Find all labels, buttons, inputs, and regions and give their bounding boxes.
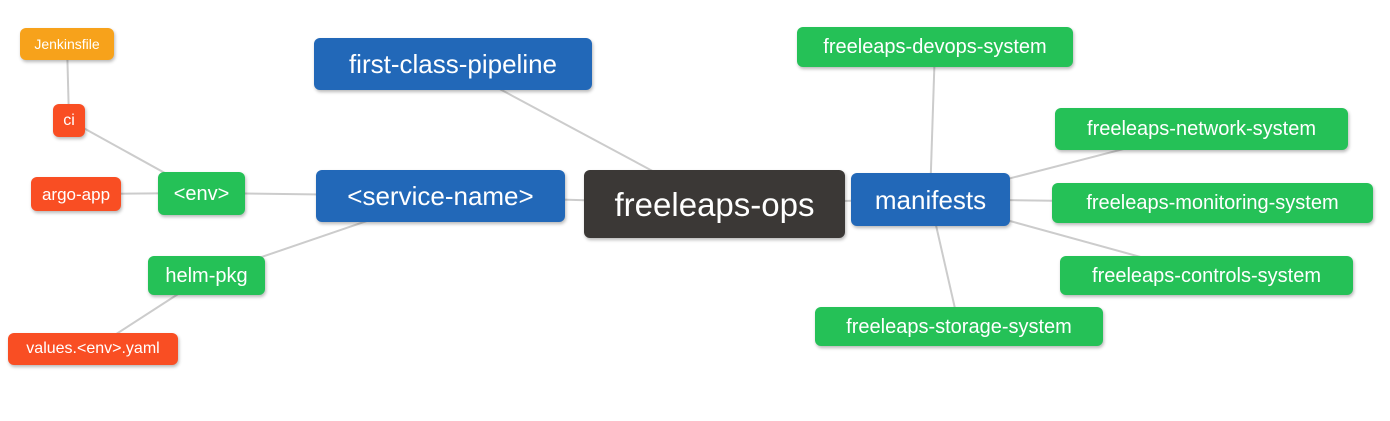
node-helm-pkg[interactable]: helm-pkg [148, 256, 265, 295]
node-freeleaps-network-system-label: freeleaps-network-system [1087, 118, 1316, 140]
node-ci-label: ci [63, 111, 75, 129]
node-freeleaps-devops-system-label: freeleaps-devops-system [823, 36, 1047, 58]
node-jenkinsfile-label: Jenkinsfile [34, 36, 100, 52]
node-env[interactable]: <env> [158, 172, 245, 215]
node-argo-app-label: argo-app [41, 184, 111, 204]
node-service-name[interactable]: <service-name> [316, 170, 565, 222]
node-freeleaps-monitoring-system[interactable]: freeleaps-monitoring-system [1052, 183, 1373, 223]
node-freeleaps-network-system[interactable]: freeleaps-network-system [1055, 108, 1348, 150]
node-helm-pkg-label: helm-pkg [165, 264, 248, 287]
node-first-class-pipeline-label: first-class-pipeline [348, 49, 558, 79]
node-freeleaps-ops-root[interactable]: freeleaps-ops [584, 170, 845, 238]
node-freeleaps-ops-label: freeleaps-ops [614, 185, 815, 223]
node-freeleaps-monitoring-system-label: freeleaps-monitoring-system [1086, 192, 1339, 214]
node-ci[interactable]: ci [53, 104, 85, 137]
node-freeleaps-devops-system[interactable]: freeleaps-devops-system [797, 27, 1073, 67]
node-values-env-yaml[interactable]: values.<env>.yaml [8, 333, 178, 365]
node-freeleaps-storage-system-label: freeleaps-storage-system [846, 315, 1072, 338]
node-freeleaps-controls-system-label: freeleaps-controls-system [1092, 264, 1321, 287]
node-jenkinsfile[interactable]: Jenkinsfile [20, 28, 114, 60]
node-manifests-label: manifests [874, 184, 987, 215]
node-freeleaps-controls-system[interactable]: freeleaps-controls-system [1060, 256, 1353, 295]
node-values-env-yaml-label: values.<env>.yaml [26, 340, 160, 357]
node-env-label: <env> [173, 182, 230, 205]
node-manifests[interactable]: manifests [851, 173, 1010, 226]
node-service-name-label: <service-name> [347, 181, 534, 211]
node-freeleaps-storage-system[interactable]: freeleaps-storage-system [815, 307, 1103, 346]
node-first-class-pipeline[interactable]: first-class-pipeline [314, 38, 592, 90]
node-argo-app[interactable]: argo-app [31, 177, 121, 211]
